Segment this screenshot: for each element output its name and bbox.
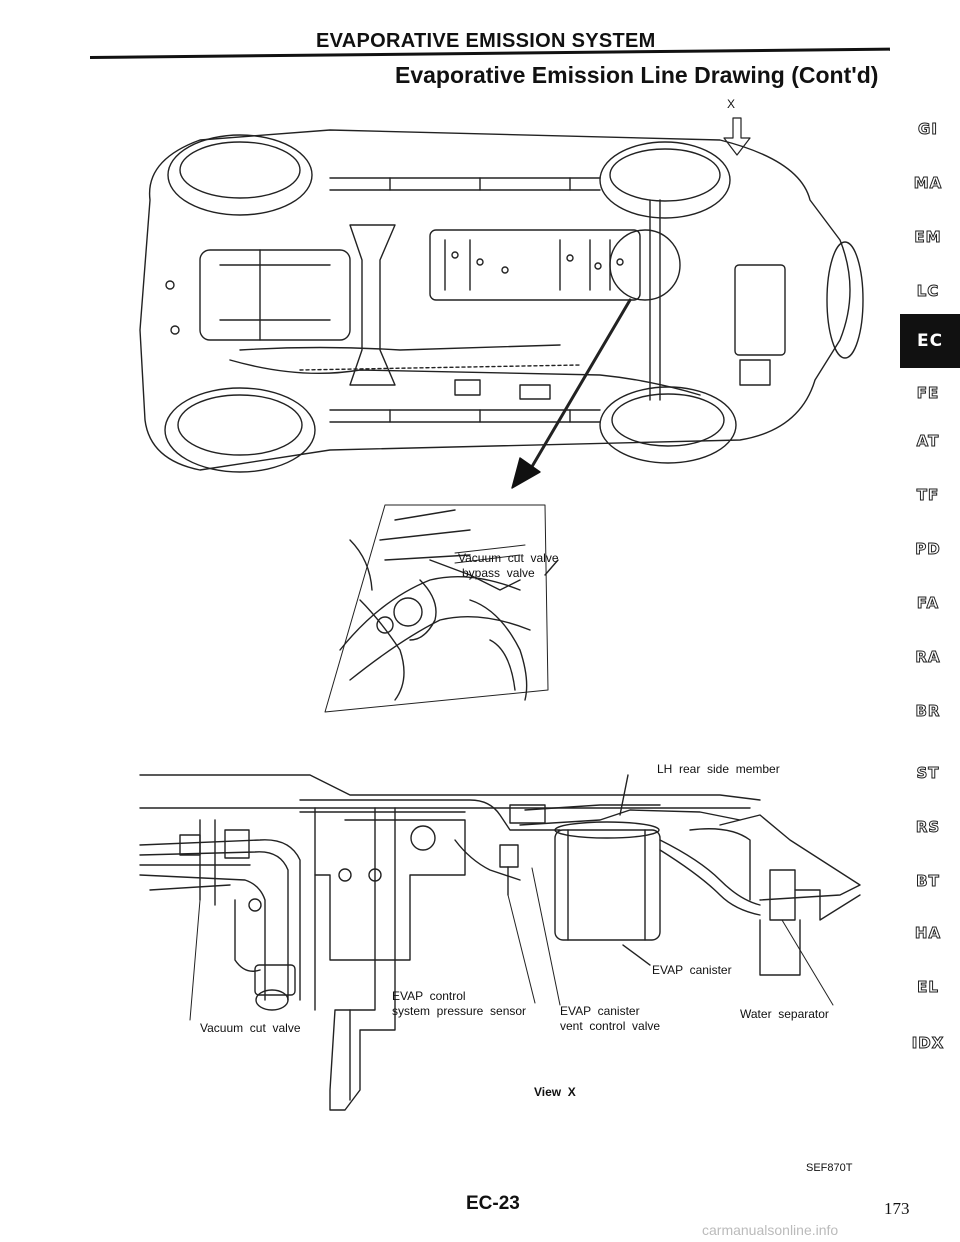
- tab-pd[interactable]: PD: [915, 540, 941, 559]
- label-water-separator: Water separator: [740, 1007, 829, 1021]
- tab-tf[interactable]: TF: [916, 486, 940, 505]
- label-evap-control-line2: system pressure sensor: [392, 1004, 527, 1018]
- section-subtitle: Evaporative Emission Line Drawing (Cont'…: [395, 62, 879, 88]
- tab-em[interactable]: EM: [914, 228, 942, 247]
- tab-idx[interactable]: IDX: [911, 1034, 945, 1053]
- tab-at[interactable]: AT: [916, 432, 940, 451]
- page-number: 173: [884, 1199, 910, 1218]
- watermark-text: carmanualsonline.info: [702, 1222, 839, 1238]
- vehicle-underside-drawing: [139, 117, 864, 473]
- view-x-drawing: [139, 774, 861, 1111]
- figure-code: SEF870T: [806, 1162, 853, 1174]
- label-vacuum-cut-valve-bypass-line1: Vacuum cut valve: [458, 551, 559, 565]
- tab-el[interactable]: EL: [917, 978, 939, 997]
- tab-ma[interactable]: MA: [913, 174, 943, 193]
- detail-view-drawing: [324, 504, 559, 713]
- tab-ha[interactable]: HA: [914, 924, 942, 943]
- tab-ra[interactable]: RA: [915, 648, 941, 667]
- label-evap-canister: EVAP canister: [652, 963, 732, 977]
- label-lh-rear-side-member: LH rear side member: [657, 762, 780, 776]
- tab-ec-active[interactable]: EC: [900, 314, 960, 368]
- tab-lc[interactable]: LC: [916, 282, 940, 301]
- label-evap-control-line1: EVAP control: [392, 989, 466, 1003]
- tab-fa[interactable]: FA: [916, 594, 940, 613]
- section-title: EVAPORATIVE EMISSION SYSTEM: [316, 30, 656, 52]
- view-x-caption: View X: [534, 1085, 576, 1099]
- tab-gi[interactable]: GI: [918, 120, 938, 139]
- tab-bt[interactable]: BT: [916, 872, 940, 891]
- tab-st[interactable]: ST: [916, 764, 940, 783]
- view-x-marker: X: [727, 97, 736, 111]
- tab-rs[interactable]: RS: [915, 818, 941, 837]
- label-evap-vent-valve-line2: vent control valve: [560, 1019, 661, 1033]
- tab-fe[interactable]: FE: [916, 384, 940, 403]
- tab-br[interactable]: BR: [915, 702, 941, 721]
- label-vacuum-cut-valve-bypass-line2: bypass valve: [462, 566, 535, 580]
- page-code: EC-23: [466, 1193, 520, 1214]
- label-evap-vent-valve-line1: EVAP canister: [560, 1004, 640, 1018]
- label-vacuum-cut-valve: Vacuum cut valve: [200, 1021, 301, 1035]
